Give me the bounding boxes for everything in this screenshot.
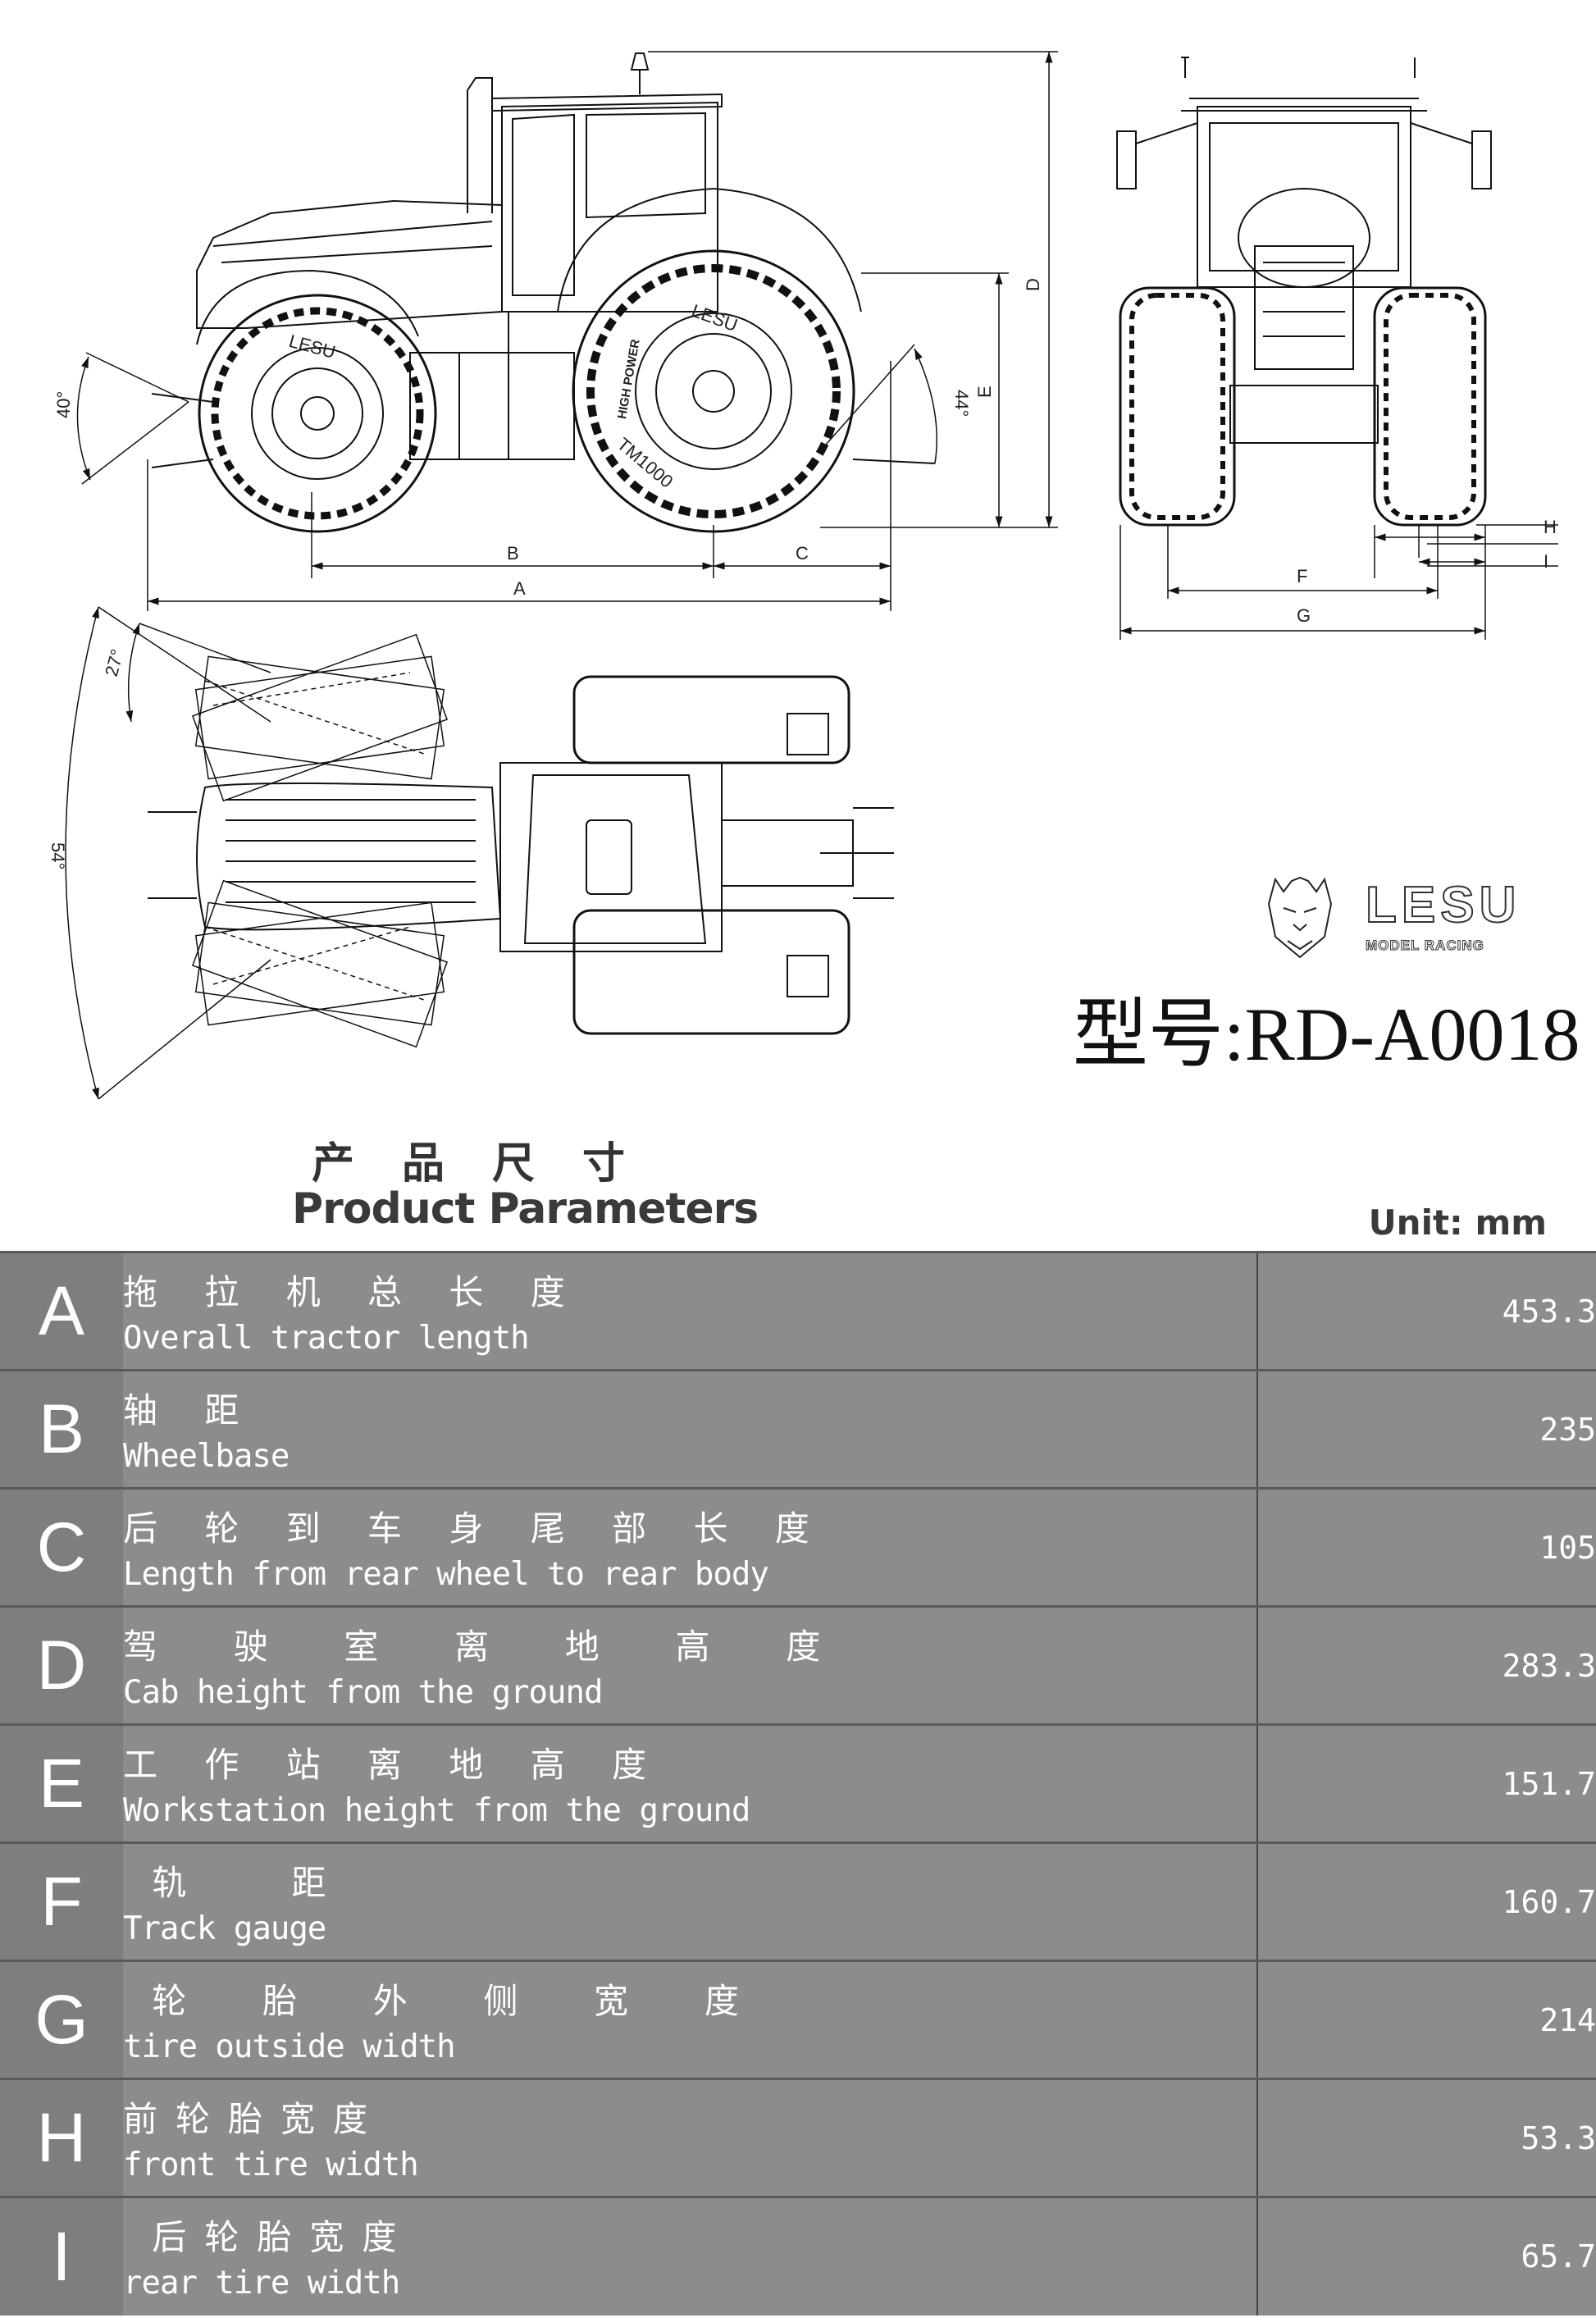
param-description: 拖 拉 机 总 长 度 Overall tractor length bbox=[123, 1251, 1257, 1371]
param-value: 151.7 bbox=[1256, 1723, 1596, 1843]
tire-model-text: TM1000 bbox=[613, 434, 677, 492]
param-name-en: Track gauge bbox=[123, 1910, 326, 1947]
param-name-en: front tire width bbox=[123, 2147, 419, 2183]
param-value: 160.7 bbox=[1256, 1841, 1596, 1961]
param-value: 105 bbox=[1256, 1487, 1596, 1607]
dim-label-e: E bbox=[974, 386, 995, 398]
side-view: LESU TM1000 HIGH POWER LESU 40° 44° bbox=[53, 51, 1058, 611]
angle-label-44: 44° bbox=[951, 390, 972, 417]
rear-wheel: LESU TM1000 HIGH POWER bbox=[572, 249, 855, 533]
front-wheel: LESU bbox=[198, 294, 437, 533]
lion-head-icon bbox=[1267, 876, 1333, 959]
param-value: 453.3 bbox=[1256, 1251, 1596, 1371]
tractor-dimension-drawings: LESU TM1000 HIGH POWER LESU 40° 44° bbox=[48, 51, 1558, 1099]
angle-label-40: 40° bbox=[53, 391, 74, 418]
param-value: 283.3 bbox=[1256, 1605, 1596, 1725]
angle-label-54: 54° bbox=[48, 842, 68, 869]
param-letter: H bbox=[0, 2078, 123, 2197]
param-name-cn: 轮 胎 外 侧 宽 度 bbox=[123, 1981, 757, 2021]
param-name-en: rear tire width bbox=[123, 2265, 400, 2302]
param-name-en: tire outside width bbox=[123, 2028, 456, 2065]
top-right-rear-tire bbox=[572, 909, 850, 1035]
param-name-cn: 后轮胎宽度 bbox=[123, 2217, 415, 2257]
param-letter: B bbox=[0, 1369, 123, 1489]
tire-high-power-text: HIGH POWER bbox=[615, 338, 643, 420]
param-letter: G bbox=[0, 1960, 123, 2079]
model-number: 型号:RD-A0018 bbox=[1073, 992, 1580, 1076]
lesu-logo: LESU MODEL RACING bbox=[1259, 871, 1554, 961]
dim-label-g: G bbox=[1297, 605, 1311, 626]
dim-label-h: H bbox=[1544, 517, 1557, 537]
param-description: 驾 驶 室 离 地 高 度 Cab height from the ground bbox=[123, 1605, 1257, 1725]
front-tire-steer-sweep bbox=[191, 633, 449, 1048]
param-name-cn: 驾 驶 室 离 地 高 度 bbox=[123, 1627, 839, 1667]
param-name-cn: 工 作 站 离 地 高 度 bbox=[123, 1745, 665, 1785]
param-letter: A bbox=[0, 1251, 123, 1371]
unit-label: Unit: mm bbox=[1368, 1202, 1547, 1243]
param-value: 65.7 bbox=[1256, 2196, 1596, 2316]
tire-brand-text: LESU bbox=[689, 300, 741, 335]
left-rear-tire bbox=[1119, 286, 1236, 527]
dim-label-c: C bbox=[796, 543, 809, 564]
param-letter: C bbox=[0, 1487, 123, 1607]
param-value: 214 bbox=[1256, 1960, 1596, 2079]
param-name-cn: 前轮胎宽度 bbox=[123, 2099, 386, 2139]
param-name-en: Cab height from the ground bbox=[123, 1674, 603, 1711]
logo-tagline: MODEL RACING bbox=[1366, 938, 1484, 953]
param-value: 53.3 bbox=[1256, 2078, 1596, 2197]
table-row: F 轨 距 Track gauge 160.7 bbox=[0, 1841, 1596, 1961]
param-description: 后 轮 到 车 身 尾 部 长 度 Length from rear wheel … bbox=[123, 1487, 1257, 1607]
param-description: 轨 距 Track gauge bbox=[123, 1841, 1257, 1961]
dim-label-i: I bbox=[1544, 551, 1548, 572]
right-rear-tire bbox=[1373, 286, 1487, 527]
param-name-cn: 轨 距 bbox=[123, 1863, 344, 1903]
top-view: 27° 54° bbox=[48, 606, 894, 1099]
param-name-cn: 轴 距 bbox=[123, 1390, 258, 1430]
param-name-en: Workstation height from the ground bbox=[123, 1792, 750, 1829]
param-name-cn: 后 轮 到 车 身 尾 部 长 度 bbox=[123, 1508, 828, 1549]
rear-view: F G H I bbox=[1116, 57, 1558, 640]
param-name-en: Wheelbase bbox=[123, 1438, 290, 1475]
table-row: G 轮 胎 外 侧 宽 度 tire outside width 214 bbox=[0, 1960, 1596, 2079]
param-letter: D bbox=[0, 1605, 123, 1725]
angle-label-27: 27° bbox=[101, 647, 128, 679]
param-description: 前轮胎宽度 front tire width bbox=[123, 2078, 1257, 2197]
param-description: 轴 距 Wheelbase bbox=[123, 1369, 1257, 1489]
section-title-cn: 产品尺寸 bbox=[312, 1139, 673, 1189]
top-left-rear-tire bbox=[572, 675, 850, 764]
param-name-cn: 拖 拉 机 总 长 度 bbox=[123, 1272, 583, 1312]
dim-label-f: F bbox=[1297, 566, 1307, 586]
section-title-en: Product Parameters bbox=[292, 1184, 759, 1234]
logo-wordmark: LESU bbox=[1366, 877, 1521, 933]
dim-label-d: D bbox=[1023, 278, 1043, 291]
param-letter: I bbox=[0, 2196, 123, 2316]
front-tire-brand-text: LESU bbox=[287, 331, 338, 363]
param-letter: E bbox=[0, 1723, 123, 1843]
param-name-en: Overall tractor length bbox=[123, 1320, 530, 1357]
table-row: I 后轮胎宽度 rear tire width 65.7 bbox=[0, 2196, 1596, 2316]
param-description: 后轮胎宽度 rear tire width bbox=[123, 2196, 1257, 2316]
param-name-en: Length from rear wheel to rear body bbox=[123, 1556, 769, 1593]
param-description: 轮 胎 外 侧 宽 度 tire outside width bbox=[123, 1960, 1257, 2079]
param-description: 工 作 站 离 地 高 度 Workstation height from the… bbox=[123, 1723, 1257, 1843]
param-value: 235 bbox=[1256, 1369, 1596, 1489]
dim-label-a: A bbox=[513, 578, 526, 599]
dim-label-b: B bbox=[507, 543, 519, 564]
param-letter: F bbox=[0, 1841, 123, 1961]
